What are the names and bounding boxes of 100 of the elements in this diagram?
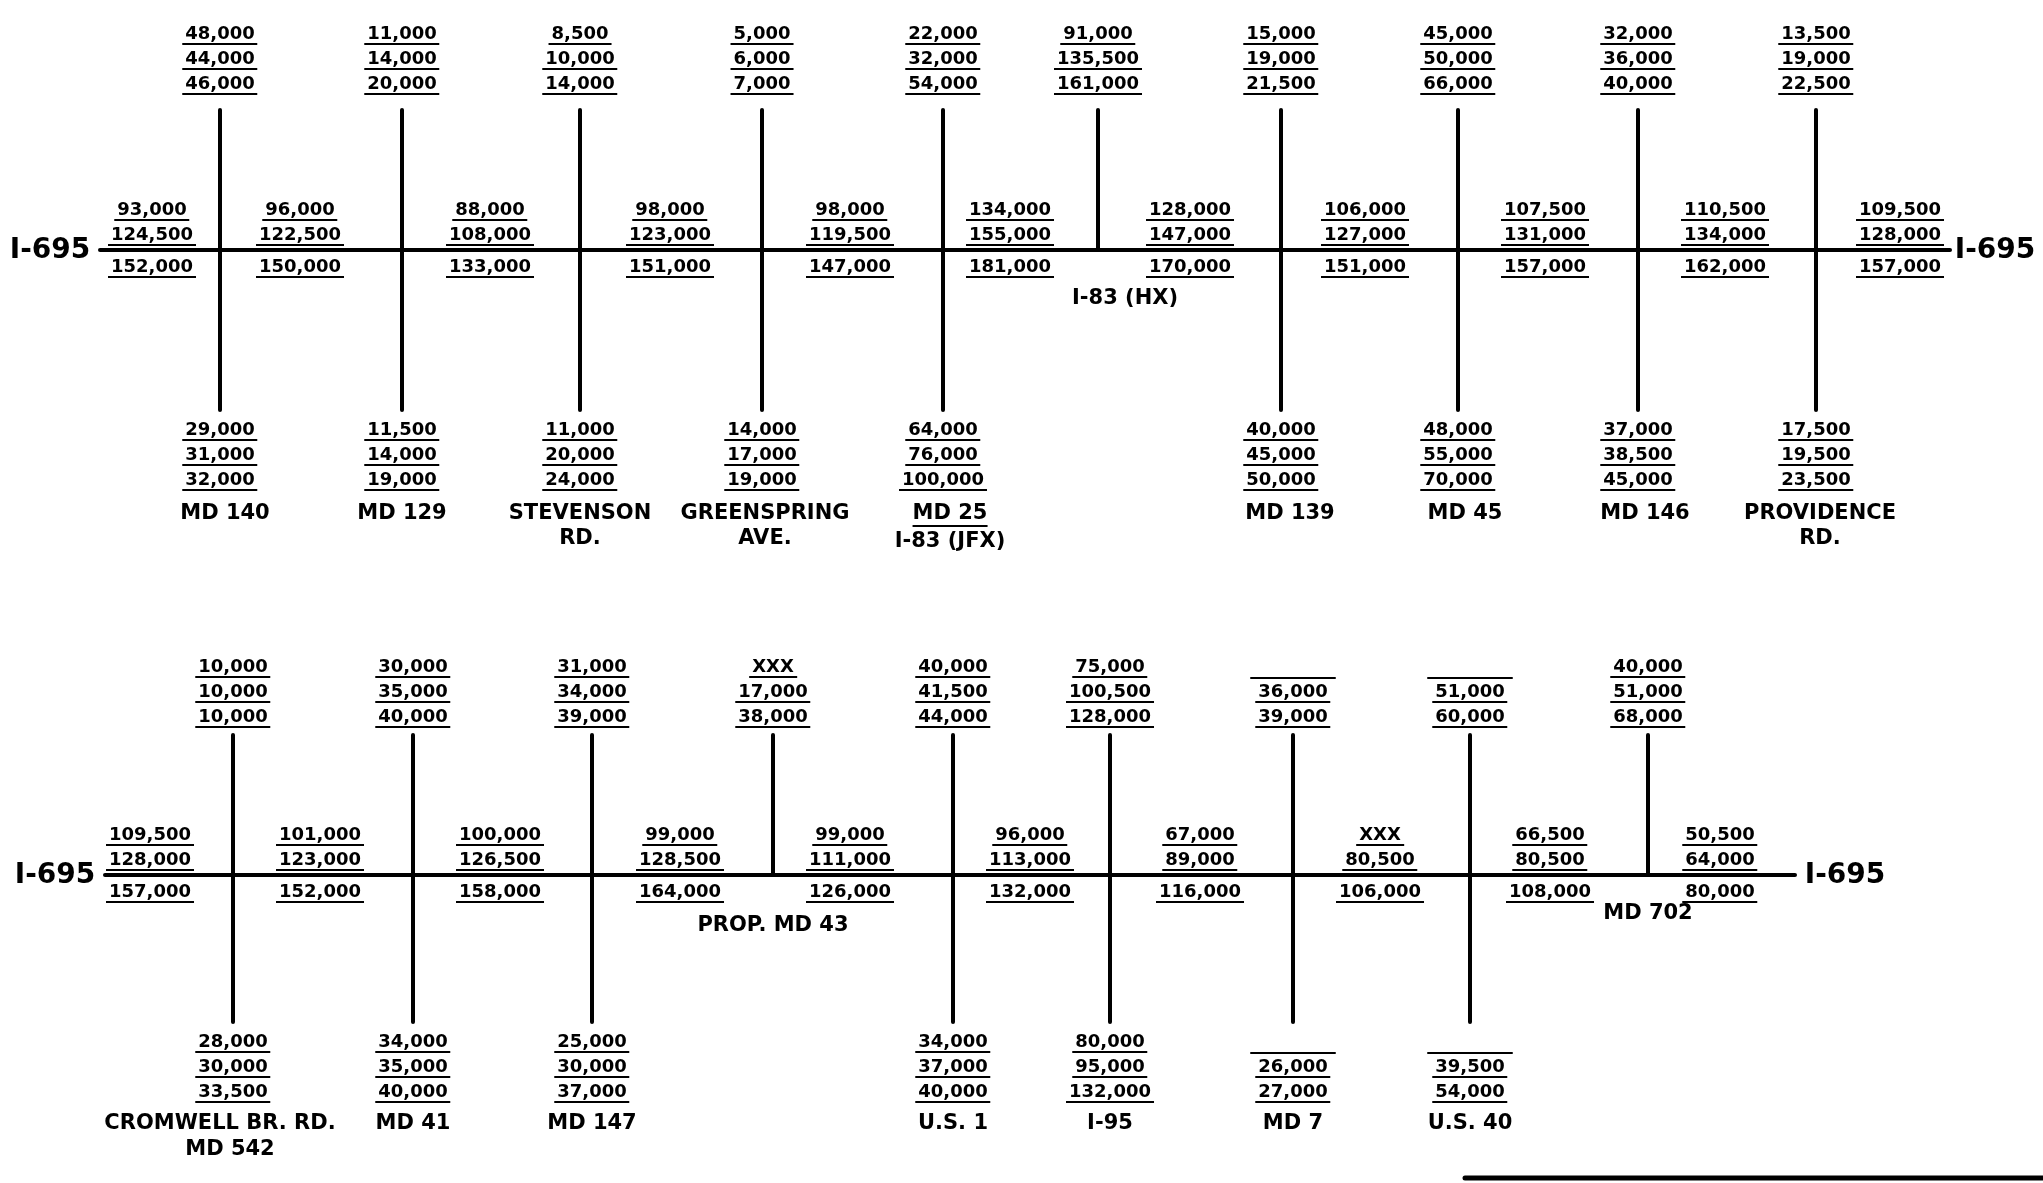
traffic-count: 123,000 <box>626 223 714 246</box>
traffic-count: 93,000 <box>114 198 190 221</box>
traffic-count: 98,000 <box>812 198 888 221</box>
traffic-count: 21,500 <box>1243 72 1319 95</box>
traffic-count: 164,000 <box>636 880 724 903</box>
traffic-count: 45,000 <box>1600 468 1676 491</box>
traffic-count: 96,000 <box>992 823 1068 846</box>
traffic-count: 14,000 <box>364 443 440 466</box>
traffic-count: 13,500 <box>1778 22 1854 45</box>
traffic-count: 161,000 <box>1054 72 1142 95</box>
traffic-count: 17,500 <box>1778 418 1854 441</box>
traffic-count: 48,000 <box>1420 418 1496 441</box>
traffic-count: 34,000 <box>375 1030 451 1053</box>
traffic-count: 55,000 <box>1420 443 1496 466</box>
road-name: I-83 (HX) <box>1072 285 1178 310</box>
traffic-count: 66,500 <box>1512 823 1588 846</box>
traffic-count: 19,000 <box>1243 47 1319 70</box>
traffic-count: 36,000 <box>1255 680 1331 703</box>
road-name: U.S. 1 <box>917 1110 989 1135</box>
traffic-count: 37,000 <box>915 1055 991 1078</box>
traffic-count: 75,000 <box>1072 655 1148 678</box>
traffic-count: 128,500 <box>636 848 724 871</box>
traffic-count: 108,000 <box>1506 880 1594 903</box>
traffic-count: XXX <box>1356 823 1404 846</box>
traffic-count: 7,000 <box>730 72 794 95</box>
traffic-count: 162,000 <box>1681 255 1769 278</box>
traffic-count: 132,000 <box>986 880 1074 903</box>
traffic-count: 150,000 <box>256 255 344 278</box>
road-name: MD 140 <box>180 500 270 525</box>
traffic-count: 45,000 <box>1243 443 1319 466</box>
traffic-count: 157,000 <box>106 880 194 903</box>
traffic-count: 122,500 <box>256 223 344 246</box>
traffic-count: 124,500 <box>108 223 196 246</box>
traffic-count: 37,000 <box>554 1080 630 1103</box>
traffic-count: 5,000 <box>730 22 794 45</box>
highway-name: I-695 <box>1954 233 2036 265</box>
traffic-count: 64,000 <box>1682 848 1758 871</box>
traffic-count: 26,000 <box>1255 1055 1331 1078</box>
road-name: U.S. 40 <box>1427 1110 1513 1135</box>
traffic-count: 20,000 <box>364 72 440 95</box>
road-name: PROVIDENCE RD. <box>1743 500 1897 550</box>
traffic-count: 128,000 <box>1066 705 1154 728</box>
traffic-count: 20,000 <box>542 443 618 466</box>
traffic-count: 181,000 <box>966 255 1054 278</box>
traffic-count: 40,000 <box>915 655 991 678</box>
traffic-count: 101,000 <box>276 823 364 846</box>
traffic-count: 29,000 <box>182 418 258 441</box>
traffic-count: 22,500 <box>1778 72 1854 95</box>
traffic-count: 10,000 <box>542 47 618 70</box>
road-name: CROMWELL BR. RD. <box>104 1110 336 1135</box>
road-name: MD 7 <box>1262 1110 1324 1135</box>
traffic-count: 40,000 <box>1610 655 1686 678</box>
traffic-count: 98,000 <box>632 198 708 221</box>
road-name: MD 45 <box>1427 500 1503 525</box>
traffic-count: 147,000 <box>1146 223 1234 246</box>
traffic-count: 40,000 <box>375 705 451 728</box>
traffic-count: 6,000 <box>730 47 794 70</box>
traffic-count: 152,000 <box>108 255 196 278</box>
traffic-count: 50,000 <box>1243 468 1319 491</box>
traffic-count: 108,000 <box>446 223 534 246</box>
traffic-count: 157,000 <box>1501 255 1589 278</box>
traffic-count: 39,500 <box>1432 1055 1508 1078</box>
road-name: MD 702 <box>1603 900 1693 925</box>
traffic-count: 45,000 <box>1420 22 1496 45</box>
traffic-count: 10,000 <box>195 655 271 678</box>
traffic-count: 35,000 <box>375 1055 451 1078</box>
traffic-count: 54,000 <box>905 72 981 95</box>
traffic-count: 48,000 <box>182 22 258 45</box>
traffic-count: 126,000 <box>806 880 894 903</box>
traffic-count: 14,000 <box>542 72 618 95</box>
traffic-count: 40,000 <box>1600 72 1676 95</box>
traffic-count: 99,000 <box>642 823 718 846</box>
traffic-count: 132,000 <box>1066 1080 1154 1103</box>
traffic-count: 31,000 <box>182 443 258 466</box>
traffic-count: 134,000 <box>966 198 1054 221</box>
traffic-count: 38,000 <box>735 705 811 728</box>
traffic-count: 41,500 <box>915 680 991 703</box>
traffic-count: 100,500 <box>1066 680 1154 703</box>
traffic-count: 24,000 <box>542 468 618 491</box>
traffic-count: 151,000 <box>1321 255 1409 278</box>
traffic-count: 32,000 <box>905 47 981 70</box>
traffic-count: 109,500 <box>1856 198 1944 221</box>
traffic-count: 157,000 <box>1856 255 1944 278</box>
road-name: MD 147 <box>547 1110 637 1135</box>
traffic-count: 11,000 <box>364 22 440 45</box>
road-name: MD 41 <box>375 1110 451 1135</box>
road-name: I-95 <box>1087 1110 1133 1135</box>
traffic-count: 51,000 <box>1432 680 1508 703</box>
traffic-count: 10,000 <box>195 705 271 728</box>
traffic-count: 80,000 <box>1072 1030 1148 1053</box>
highway-name: I-695 <box>14 858 96 890</box>
road-name: MD 139 <box>1245 500 1335 525</box>
traffic-count: 37,000 <box>1600 418 1676 441</box>
traffic-count: XXX <box>749 655 797 678</box>
traffic-count: 23,500 <box>1778 468 1854 491</box>
traffic-count: 36,000 <box>1600 47 1676 70</box>
traffic-count: 76,000 <box>905 443 981 466</box>
traffic-count: 68,000 <box>1610 705 1686 728</box>
traffic-count: 60,000 <box>1432 705 1508 728</box>
traffic-count: 128,000 <box>1146 198 1234 221</box>
